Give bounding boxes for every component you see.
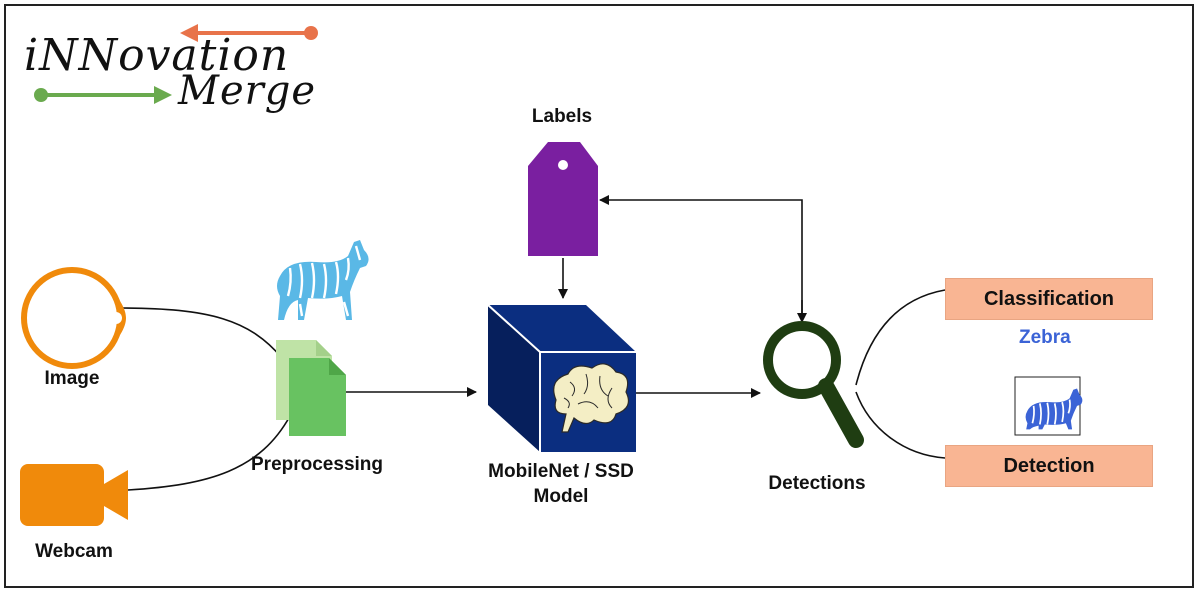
diagram-border [4, 4, 1194, 588]
zebra-detection-thumbnail [1014, 376, 1083, 436]
tag-icon [528, 142, 598, 256]
label-image: Image [44, 368, 100, 389]
label-webcam: Webcam [35, 541, 113, 562]
brain-icon [553, 363, 629, 433]
detection-box: Detection [945, 445, 1153, 487]
documents-icon [276, 340, 346, 436]
connector-detections-to-detection [855, 391, 946, 459]
zebra-image-icon [277, 240, 369, 320]
eye-icon [21, 267, 126, 369]
connector-detections-to-classification [855, 289, 946, 386]
magnifying-glass-icon [763, 321, 864, 448]
classification-result: Zebra [1019, 327, 1071, 348]
label-detections: Detections [768, 473, 866, 494]
logo-orange-arrow [180, 24, 318, 42]
logo-line-1: iNNovation [24, 30, 290, 81]
label-labels: Labels [531, 106, 593, 127]
connectors [119, 195, 946, 491]
logo-line-2: Merge [178, 68, 317, 114]
classification-box: Classification [945, 278, 1153, 320]
video-camera-icon [20, 464, 128, 526]
connector-image-to-preprocessing [119, 307, 283, 359]
label-model-line-2: Model [533, 486, 589, 507]
label-model-line-1: MobileNet / SSD [488, 461, 634, 482]
label-preprocessing: Preprocessing [251, 454, 383, 475]
arrow-detections-to-labels [599, 195, 803, 322]
connector-webcam-to-preprocessing [127, 415, 291, 491]
logo-green-arrow [34, 86, 172, 104]
